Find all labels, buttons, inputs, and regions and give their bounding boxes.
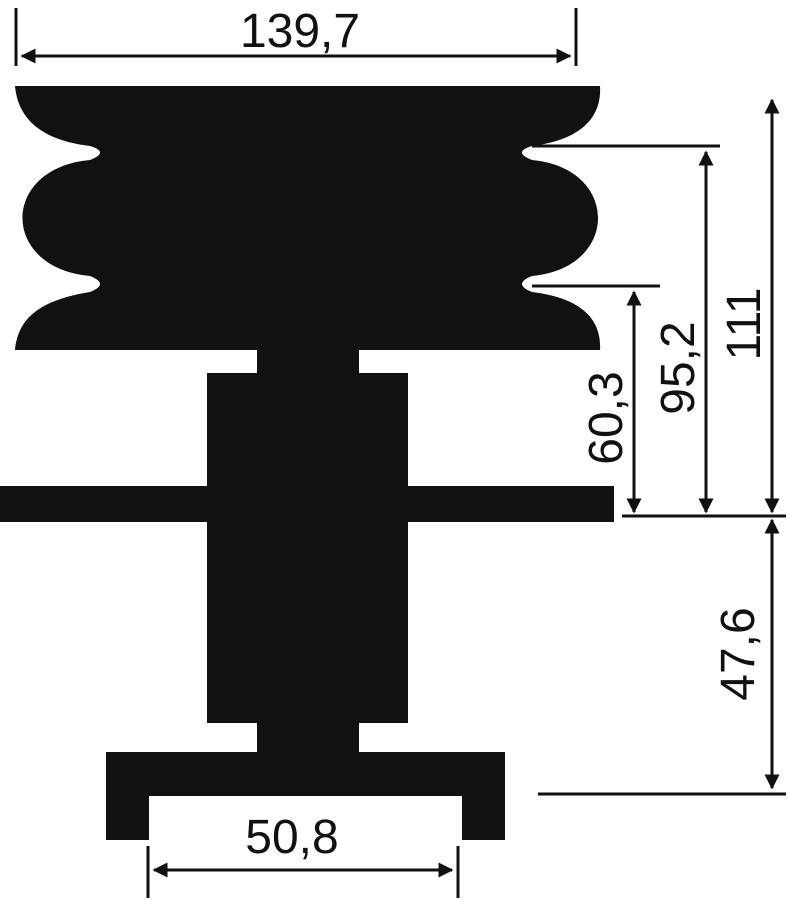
label-bottom-width: 50,8 bbox=[245, 811, 338, 864]
pulley-body bbox=[15, 86, 601, 350]
mounting-plate bbox=[0, 486, 614, 522]
label-top-width: 139,7 bbox=[240, 5, 360, 58]
label-height-60: 60,3 bbox=[580, 371, 633, 464]
bottom-leg-right bbox=[462, 790, 505, 840]
label-height-95: 95,2 bbox=[652, 321, 705, 414]
pulley-part bbox=[0, 86, 614, 840]
dimension-labels: 139,7 50,8 60,3 95,2 111 47,6 bbox=[240, 5, 771, 864]
dimension-lines bbox=[14, 8, 786, 898]
bottom-flange bbox=[106, 752, 505, 796]
lower-neck bbox=[257, 720, 359, 756]
label-height-47: 47,6 bbox=[712, 607, 765, 700]
label-height-111: 111 bbox=[718, 288, 771, 361]
bottom-leg-left bbox=[106, 790, 149, 840]
hub-block bbox=[207, 373, 408, 723]
